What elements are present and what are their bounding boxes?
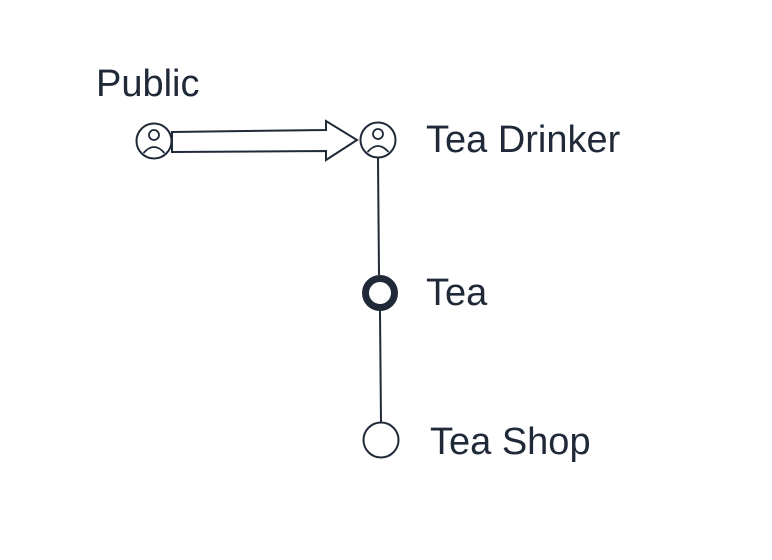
node-label-tea-shop: Tea Shop — [430, 421, 591, 463]
user-circle-icon — [359, 121, 397, 159]
node-label-tea: Tea — [426, 272, 488, 314]
node-label-tea-drinker: Tea Drinker — [426, 119, 621, 161]
node-label-public: Public — [96, 63, 200, 105]
ring-icon — [362, 421, 400, 459]
user-circle-icon — [135, 122, 173, 160]
edge-public-to-tea-drinker-arrow — [171, 119, 359, 162]
edge-tea-drinker-to-tea — [377, 157, 380, 276]
edge-tea-to-tea-shop — [379, 310, 382, 424]
bold-ring-icon — [362, 275, 398, 311]
